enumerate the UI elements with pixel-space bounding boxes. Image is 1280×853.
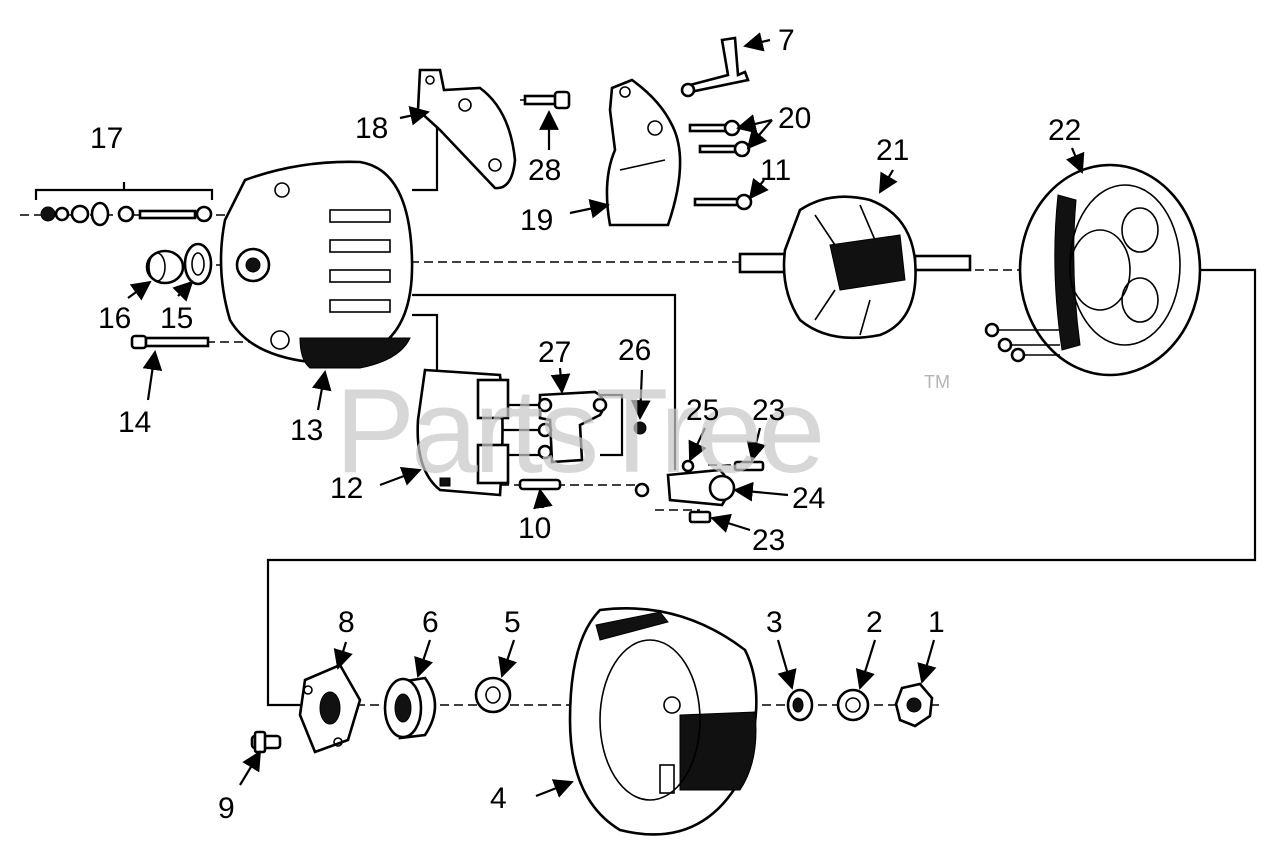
part-1-nut[interactable] (894, 682, 934, 728)
part-3-spacer[interactable] (786, 688, 814, 722)
part-2-washer[interactable] (836, 688, 870, 722)
part-14-through-bolt[interactable] (130, 334, 210, 350)
callout-18[interactable]: 18 (355, 112, 388, 145)
part-26-nut[interactable] (633, 421, 647, 435)
part-22-stator[interactable] (984, 163, 1202, 377)
callout-2[interactable]: 2 (866, 606, 883, 639)
callout-9[interactable]: 9 (218, 792, 235, 825)
callout-14[interactable]: 14 (118, 406, 151, 439)
part-21-rotor[interactable] (738, 195, 972, 340)
callout-numbers: 7 18 28 20 19 11 21 22 17 16 15 14 13 12… (90, 24, 1081, 825)
part-19-mount-bracket[interactable] (605, 78, 682, 227)
part-25-clip[interactable] (634, 459, 695, 498)
watermark-trademark: TM (924, 372, 950, 392)
part-20-screws[interactable] (688, 119, 751, 158)
callout-12[interactable]: 12 (330, 472, 363, 505)
part-23-screw-upper[interactable] (733, 460, 765, 472)
callout-13[interactable]: 13 (290, 414, 323, 447)
callout-8[interactable]: 8 (338, 606, 355, 639)
callout-3[interactable]: 3 (766, 606, 783, 639)
part-16-cap[interactable] (145, 249, 185, 285)
callout-27[interactable]: 27 (538, 336, 571, 369)
watermark: PartsTree TM (335, 364, 950, 498)
part-8-retainer-plate[interactable] (298, 663, 362, 754)
callout-10[interactable]: 10 (518, 512, 551, 545)
callout-7[interactable]: 7 (778, 24, 795, 57)
callout-5[interactable]: 5 (504, 606, 521, 639)
callout-21[interactable]: 21 (876, 134, 909, 167)
callout-19[interactable]: 19 (520, 204, 553, 237)
callout-15[interactable]: 15 (160, 302, 193, 335)
callout-11[interactable]: 11 (760, 154, 791, 187)
callout-1[interactable]: 1 (928, 606, 945, 639)
callout-17[interactable]: 17 (90, 122, 123, 155)
leader-arrows (127, 32, 1085, 798)
part-18-bracket[interactable] (416, 68, 517, 190)
part-28-bolt[interactable] (523, 90, 571, 110)
callout-26[interactable]: 26 (618, 334, 651, 367)
part-4-front-housing[interactable] (568, 607, 758, 836)
part-12-regulator[interactable] (416, 368, 510, 497)
part-6-bearing[interactable] (383, 676, 437, 740)
callout-20[interactable]: 20 (778, 102, 811, 135)
part-17-hardware-stack[interactable] (34, 182, 214, 227)
part-5-washer[interactable] (474, 676, 512, 714)
callout-23-lower[interactable]: 23 (752, 524, 785, 557)
part-11-screw[interactable] (693, 193, 753, 211)
callout-6[interactable]: 6 (422, 606, 439, 639)
callout-24[interactable]: 24 (792, 482, 825, 515)
part-15-bearing[interactable] (183, 242, 213, 286)
part-7-terminal-strap[interactable] (680, 36, 750, 98)
part-27-brush-holder[interactable] (537, 390, 608, 464)
callout-28[interactable]: 28 (528, 154, 561, 187)
callout-22[interactable]: 22 (1048, 114, 1081, 147)
watermark-text: PartsTree (335, 364, 821, 498)
part-9-screw[interactable] (250, 730, 282, 754)
callout-23-upper[interactable]: 23 (752, 394, 785, 427)
callout-25[interactable]: 25 (686, 394, 719, 427)
part-13-rear-housing[interactable] (219, 160, 414, 369)
part-23-screw-lower[interactable] (688, 510, 712, 524)
callout-4[interactable]: 4 (490, 782, 507, 815)
callout-16[interactable]: 16 (98, 302, 131, 335)
